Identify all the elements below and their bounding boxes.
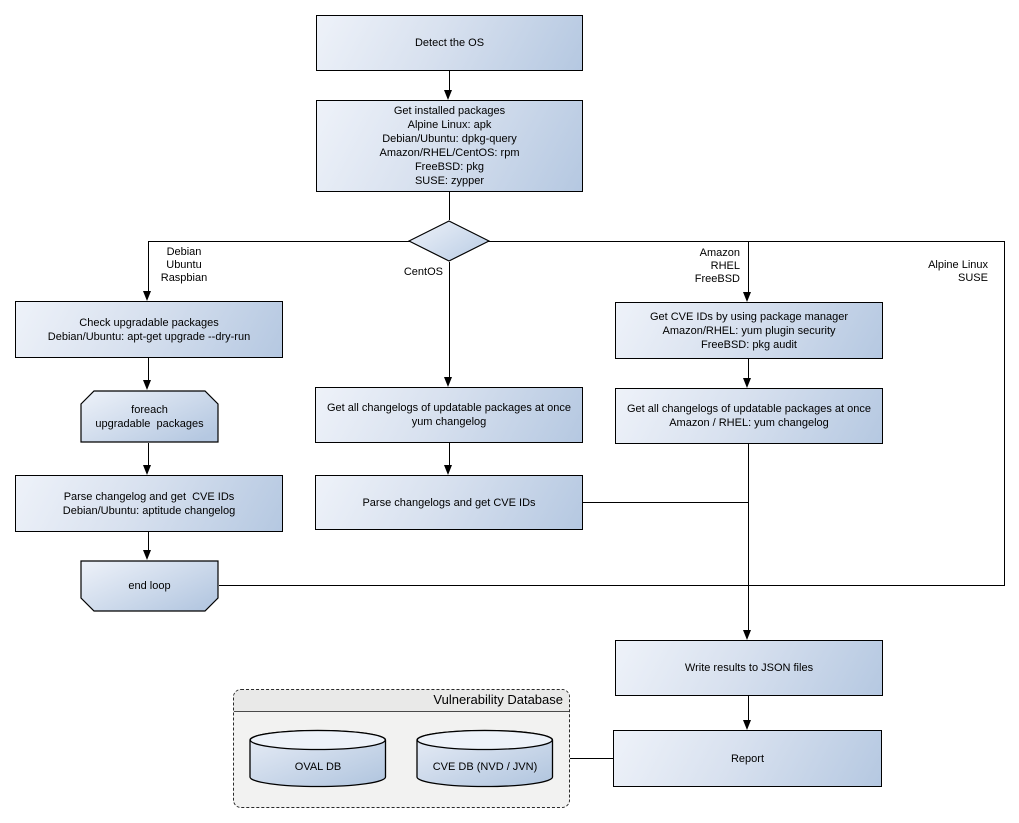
- node-text-line: Amazon / RHEL: yum changelog: [669, 417, 829, 429]
- arrowhead-icon: [444, 465, 452, 475]
- branch-label-line: Ubuntu: [166, 259, 202, 271]
- vulnerability-database-header: Vulnerability Database: [234, 690, 569, 712]
- node-detect-os: Detect the OS: [316, 15, 583, 71]
- branch-label-line: Amazon: [699, 247, 740, 259]
- edge-branch-debian: [148, 241, 149, 293]
- edge-database-to-report: [570, 758, 613, 759]
- node-check-upgradable: Check upgradable packages Debian/Ubuntu:…: [15, 301, 283, 358]
- branch-label-line: FreeBSD: [694, 273, 740, 285]
- node-text-line: Debian/Ubuntu: dpkg-query: [382, 133, 517, 145]
- edge-detect-to-installed: [449, 71, 450, 92]
- arrowhead-icon: [444, 377, 452, 387]
- vulnerability-database-title: Vulnerability Database: [433, 692, 563, 707]
- node-text-line: Debian/Ubuntu: aptitude changelog: [62, 504, 236, 517]
- branch-label-alpine: Alpine Linux SUSE: [888, 259, 988, 285]
- node-text-line: Debian/Ubuntu: apt-get upgrade --dry-run: [47, 330, 251, 343]
- node-text-line: Amazon/RHEL: yum plugin security: [662, 324, 836, 337]
- edge-branch-amazon: [748, 241, 749, 294]
- node-text-line: FreeBSD: pkg audit: [701, 338, 797, 351]
- edge-cveids-to-changelogs: [748, 359, 749, 380]
- node-parse-changelogs-centos: Parse changelogs and get CVE IDs: [315, 475, 583, 530]
- branch-label-amazon: Amazon RHEL FreeBSD: [660, 247, 740, 286]
- node-text-line: Get installed packages: [393, 105, 506, 117]
- node-get-changelogs-centos: Get all changelogs of updatable packages…: [315, 387, 583, 443]
- arrowhead-icon: [143, 380, 151, 390]
- node-text-line: Amazon/RHEL/CentOS: rpm: [379, 147, 520, 159]
- arrowhead-icon: [444, 90, 452, 100]
- node-os-decision-diamond: [408, 220, 490, 262]
- node-get-changelogs-amazon: Get all changelogs of updatable packages…: [615, 388, 883, 444]
- node-text-line: yum changelog: [411, 416, 487, 428]
- node-label: Parse changelogs and get CVE IDs: [362, 496, 536, 509]
- oval-db-label: OVAL DB: [294, 760, 342, 773]
- node-end-loop: end loop: [80, 560, 219, 612]
- branch-label-debian: Debian Ubuntu Raspbian: [144, 246, 224, 285]
- node-foreach-loop-start: foreach upgradable packages: [80, 390, 219, 443]
- edge-parse-to-endloop: [148, 532, 149, 552]
- edge-branch-alpine: [1004, 241, 1005, 586]
- node-text-line: Get CVE IDs by using package manager: [649, 310, 849, 323]
- branch-label-line: CentOS: [403, 266, 443, 278]
- node-label: Detect the OS: [414, 37, 485, 49]
- node-label: end loop: [128, 580, 171, 592]
- branch-label-line: Raspbian: [160, 272, 208, 284]
- edge-foreach-to-parse: [148, 443, 149, 467]
- edge-decision-horizontal: [148, 241, 1005, 242]
- node-get-cve-ids-package-manager: Get CVE IDs by using package manager Ama…: [615, 302, 883, 359]
- arrowhead-icon: [143, 291, 151, 301]
- node-text-line: Get all changelogs of updatable packages…: [626, 403, 871, 415]
- node-label: Write results to JSON files: [684, 662, 814, 674]
- arrowhead-icon: [143, 550, 151, 560]
- node-get-installed-packages: Get installed packages Alpine Linux: apk…: [316, 100, 583, 192]
- node-parse-changelog-debian: Parse changelog and get CVE IDs Debian/U…: [15, 475, 283, 532]
- node-text-line: Get all changelogs of updatable packages…: [326, 402, 571, 414]
- branch-label-line: Alpine Linux: [928, 259, 988, 271]
- node-text-line: Alpine Linux: apk: [407, 119, 492, 131]
- branch-label-line: Debian: [166, 246, 202, 258]
- edge-changelogs-to-parse-centos: [449, 443, 450, 467]
- node-label: Report: [730, 752, 765, 765]
- arrowhead-icon: [743, 292, 751, 302]
- node-text-line: Parse changelog and get CVE IDs: [63, 490, 235, 503]
- arrowhead-icon: [143, 465, 151, 475]
- cve-db-cylinder: CVE DB (NVD / JVN): [416, 729, 554, 788]
- branch-label-centos: CentOS: [383, 266, 443, 279]
- branch-label-line: RHEL: [710, 260, 740, 272]
- edge-endloop-right: [219, 585, 1005, 586]
- edge-writejson-to-report: [748, 696, 749, 722]
- oval-db-cylinder: OVAL DB: [249, 729, 387, 788]
- edge-installed-to-decision: [449, 192, 450, 220]
- cve-db-label: CVE DB (NVD / JVN): [432, 760, 538, 773]
- edge-check-to-foreach: [148, 358, 149, 382]
- node-write-results-json: Write results to JSON files: [615, 640, 883, 696]
- arrowhead-icon: [743, 378, 751, 388]
- node-report: Report: [613, 730, 882, 787]
- node-text-line: foreach: [131, 403, 168, 416]
- node-text-line: Check upgradable packages: [79, 316, 219, 329]
- edge-branch-centos: [449, 262, 450, 379]
- node-text-line: SUSE: zypper: [414, 175, 485, 187]
- edge-parse-centos-right: [583, 502, 748, 503]
- node-text-line: upgradable packages: [95, 417, 204, 430]
- arrowhead-icon: [743, 630, 751, 640]
- branch-label-line: SUSE: [958, 272, 988, 284]
- node-text-line: FreeBSD: pkg: [414, 161, 485, 173]
- arrowhead-icon: [743, 720, 751, 730]
- edge-changelogs-to-writejson: [748, 444, 749, 632]
